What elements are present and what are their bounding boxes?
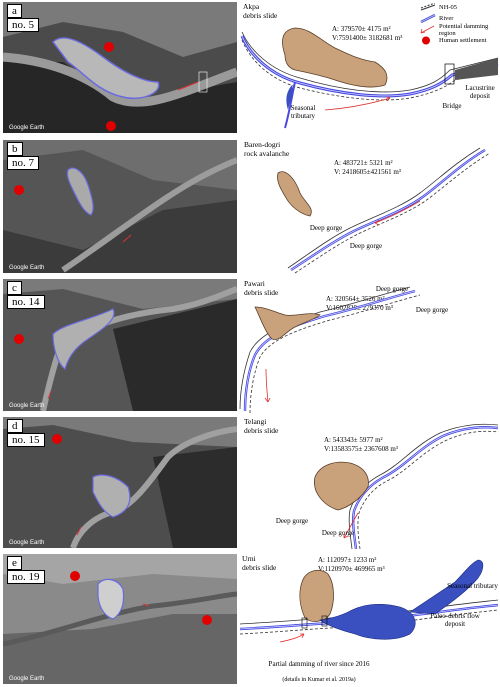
panel-letter: b bbox=[7, 142, 23, 156]
landslide-number: no. 19 bbox=[7, 570, 45, 584]
schematic-d bbox=[240, 415, 499, 550]
panel-c: c no. 14 Google Earth Pawari debris slid… bbox=[0, 277, 500, 414]
google-earth-watermark: Google Earth bbox=[9, 265, 45, 271]
landslide-number: no. 5 bbox=[7, 18, 39, 32]
volume-value: V:1120970± 469965 m³ bbox=[318, 565, 385, 573]
legend-nh05: NH-05 bbox=[420, 2, 500, 13]
landslide-name: Pawari debris slide bbox=[244, 279, 279, 297]
area-value: A: 379570± 4175 m² bbox=[332, 25, 391, 33]
area-value: A: 483721± 5321 m² bbox=[334, 159, 393, 167]
legend-river-label: River bbox=[439, 15, 454, 22]
schematic-e bbox=[239, 552, 499, 687]
satellite-image-c: c no. 14 Google Earth bbox=[3, 279, 237, 411]
seasonal-tributary-label: Seasonal tributary bbox=[290, 104, 316, 120]
deep-gorge-label: Deep gorge bbox=[275, 517, 309, 525]
lacustrine-deposit-label: Lacustrine deposit bbox=[465, 84, 495, 100]
deep-gorge-label: Deep gorge bbox=[321, 529, 355, 537]
panel-letter: e bbox=[7, 556, 22, 570]
deep-gorge-label: Deep gorge bbox=[415, 306, 449, 314]
area-value: A: 543343± 5977 m² bbox=[324, 436, 383, 444]
google-earth-watermark: Google Earth bbox=[9, 540, 45, 546]
satellite-image-a: a no. 5 Google Earth bbox=[3, 2, 237, 133]
schematic-c bbox=[239, 277, 498, 414]
google-earth-watermark: Google Earth bbox=[9, 125, 45, 131]
satellite-image-d: d no. 15 Google Earth bbox=[3, 417, 237, 548]
road-icon bbox=[420, 2, 436, 12]
landslide-name: Telangi debris slide bbox=[244, 417, 279, 435]
river-icon bbox=[420, 13, 436, 24]
seasonal-tributary-label: Seasonal tributary bbox=[447, 582, 498, 590]
satellite-image-b: b no. 7 Google Earth bbox=[3, 140, 237, 273]
area-value: A: 320564± 3526 m² bbox=[326, 295, 385, 303]
landslide-name: Baren-dogri rock avalanche bbox=[244, 140, 290, 158]
google-earth-watermark: Google Earth bbox=[9, 403, 45, 409]
landslide-number: no. 15 bbox=[7, 433, 45, 447]
panel-e: e no. 19 Google Earth Urni debris slide … bbox=[0, 552, 500, 687]
schematic-a bbox=[240, 0, 499, 135]
landslide-name: Urni debris slide bbox=[242, 554, 277, 572]
satellite-image-e: e no. 19 Google Earth bbox=[3, 554, 237, 684]
landslide-name: Akpa debris slide bbox=[243, 2, 278, 20]
paleo-debris-label: Paleo-debris flow deposit bbox=[430, 612, 480, 628]
landslide-number: no. 7 bbox=[7, 156, 39, 170]
bridge-label: Bridge bbox=[442, 102, 462, 110]
legend-damming-label: Potential damming region bbox=[439, 22, 489, 37]
panel-letter: d bbox=[7, 419, 23, 433]
schematic-b bbox=[240, 138, 498, 275]
panel-letter: c bbox=[7, 281, 22, 295]
volume-value: V:13583575± 2367608 m³ bbox=[324, 445, 398, 453]
volume-value: V:7591400± 3182681 m³ bbox=[332, 34, 403, 42]
legend-settlement: Human settlement bbox=[420, 35, 500, 46]
deep-gorge-label: Deep gorge bbox=[309, 224, 343, 232]
panel-a: a no. 5 Google Earth Akpa debris slide A… bbox=[0, 0, 500, 135]
legend-river: River bbox=[420, 13, 500, 24]
partial-damming-label: Partial damming of river since 2016 bbox=[268, 660, 370, 668]
legend: NH-05 River Potential damming region Hum… bbox=[420, 2, 500, 46]
deep-gorge-label: Deep gorge bbox=[375, 285, 409, 293]
legend-damming: Potential damming region bbox=[420, 22, 500, 37]
landslide-number: no. 14 bbox=[7, 295, 45, 309]
legend-nh05-label: NH-05 bbox=[439, 4, 458, 11]
panel-letter: a bbox=[7, 4, 22, 18]
damming-arrow-icon bbox=[420, 25, 436, 34]
panel-d: d no. 15 Google Earth Telangi debris sli… bbox=[0, 415, 500, 550]
volume-value: V: 2418605±421561 m³ bbox=[334, 168, 401, 176]
area-value: A: 112097± 1233 m² bbox=[318, 556, 377, 564]
reference-note: (details in Kumar et al. 2019a) bbox=[282, 677, 356, 683]
settlement-icon bbox=[420, 36, 436, 45]
legend-settlement-label: Human settlement bbox=[439, 37, 487, 44]
deep-gorge-label: Deep gorge bbox=[349, 242, 383, 250]
google-earth-watermark: Google Earth bbox=[9, 676, 45, 682]
panel-b: b no. 7 Google Earth Baren-dogri rock av… bbox=[0, 138, 500, 275]
